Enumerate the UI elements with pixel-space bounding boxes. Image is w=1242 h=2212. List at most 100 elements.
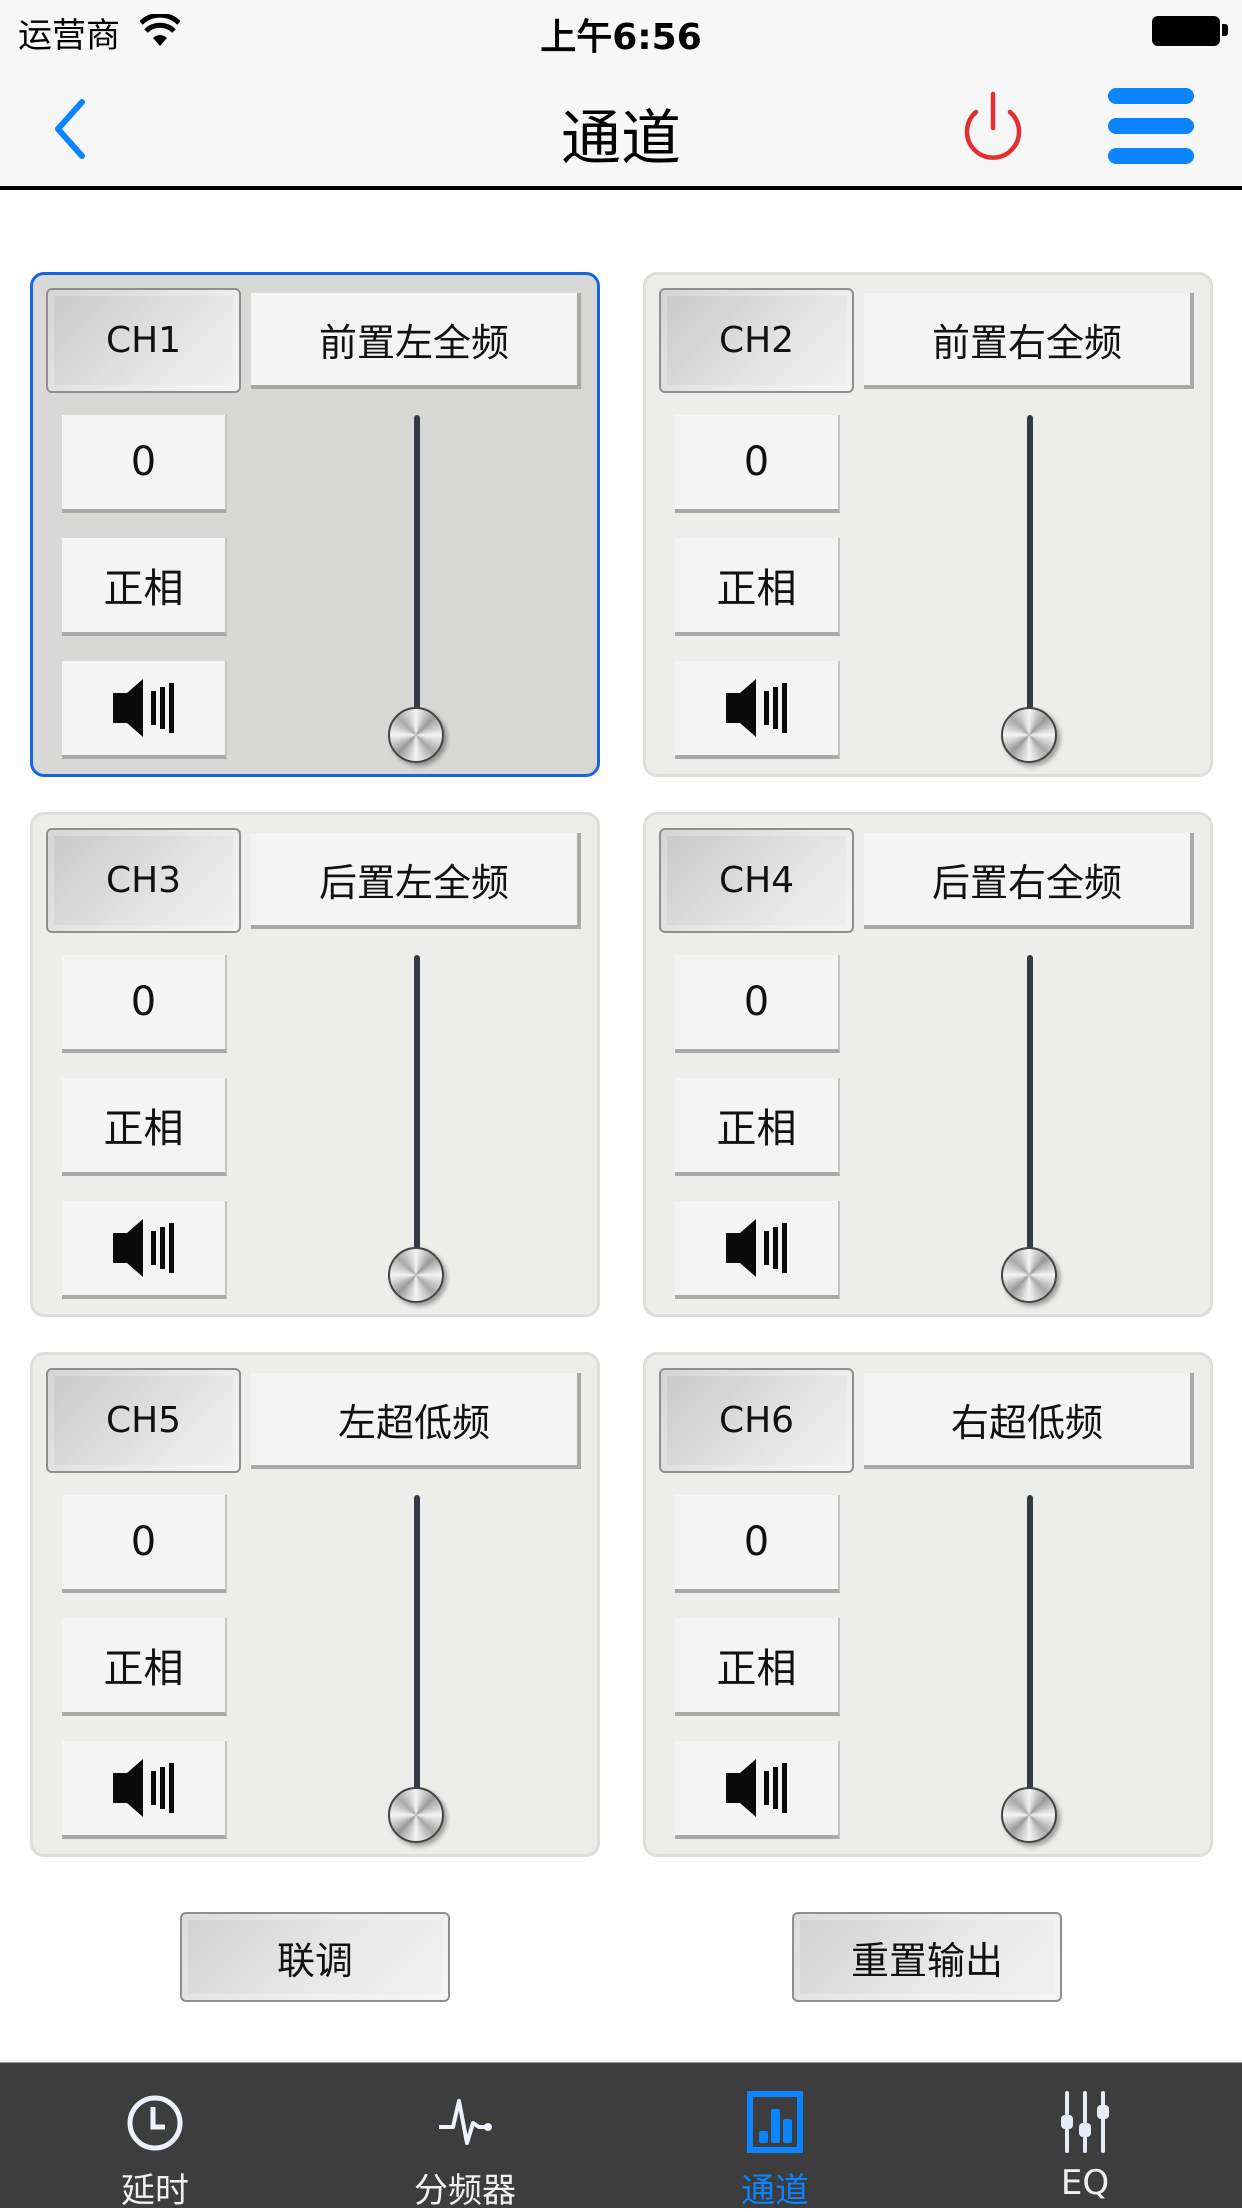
link-adjust-label: 联调 bbox=[276, 1938, 353, 1983]
equalizer-sliders-icon bbox=[1061, 2091, 1109, 2153]
navigation-bar: 通道 bbox=[0, 62, 1242, 190]
channel-name-label: 后置右全频 bbox=[931, 860, 1122, 905]
mute-button[interactable] bbox=[675, 1741, 840, 1839]
volume-slider-knob[interactable] bbox=[1001, 1247, 1057, 1303]
volume-slider-track[interactable] bbox=[1027, 955, 1033, 1285]
volume-slider-knob[interactable] bbox=[388, 707, 444, 763]
phase-button[interactable]: 正相 bbox=[62, 1618, 227, 1716]
volume-slider-knob[interactable] bbox=[1001, 1787, 1057, 1843]
channel-panel-ch3[interactable]: CH3 后置左全频 0 正相 bbox=[30, 812, 600, 1317]
phase-button[interactable]: 正相 bbox=[62, 538, 227, 636]
channel-name-field[interactable]: 前置右全频 bbox=[864, 293, 1194, 389]
channel-name-label: 右超低频 bbox=[950, 1400, 1103, 1445]
channel-panel-ch6[interactable]: CH6 右超低频 0 正相 bbox=[643, 1352, 1213, 1857]
tab-label: 通道 bbox=[741, 2171, 809, 2211]
volume-value-button[interactable]: 0 bbox=[62, 1495, 227, 1593]
phase-label: 正相 bbox=[716, 566, 797, 612]
power-icon[interactable] bbox=[960, 90, 1026, 166]
phase-button[interactable]: 正相 bbox=[675, 538, 840, 636]
tab-channel[interactable]: 通道 bbox=[620, 2063, 930, 2211]
channel-id-button[interactable]: CH6 bbox=[659, 1368, 854, 1473]
tab-eq[interactable]: EQ bbox=[930, 2063, 1240, 2209]
volume-value: 0 bbox=[130, 979, 157, 1025]
status-bar: 运营商 上午6:56 bbox=[0, 0, 1242, 62]
tab-label: EQ bbox=[1060, 2163, 1110, 2203]
speaker-icon bbox=[725, 1759, 787, 1817]
hamburger-menu-icon[interactable] bbox=[1108, 88, 1194, 166]
tab-label: 延时 bbox=[121, 2171, 189, 2211]
channel-id-label: CH5 bbox=[105, 1400, 182, 1441]
volume-slider-track[interactable] bbox=[414, 415, 420, 745]
channel-panel-ch1[interactable]: CH1 前置左全频 0 正相 bbox=[30, 272, 600, 777]
volume-value-button[interactable]: 0 bbox=[62, 955, 227, 1053]
channel-id-button[interactable]: CH4 bbox=[659, 828, 854, 933]
chevron-left-icon[interactable] bbox=[50, 98, 90, 160]
channel-name-label: 左超低频 bbox=[337, 1400, 490, 1445]
channel-id-label: CH2 bbox=[718, 320, 795, 361]
volume-value-button[interactable]: 0 bbox=[62, 415, 227, 513]
volume-value: 0 bbox=[743, 1519, 770, 1565]
bar-chart-icon bbox=[747, 2091, 803, 2153]
speaker-icon bbox=[112, 1219, 174, 1277]
channel-name-field[interactable]: 右超低频 bbox=[864, 1373, 1194, 1469]
battery-full-icon bbox=[1152, 16, 1220, 46]
channel-name-label: 后置左全频 bbox=[318, 860, 509, 905]
speaker-icon bbox=[725, 679, 787, 737]
phase-label: 正相 bbox=[103, 1646, 184, 1692]
channel-id-button[interactable]: CH1 bbox=[46, 288, 241, 393]
reset-output-button[interactable]: 重置输出 bbox=[792, 1912, 1062, 2002]
channel-name-label: 前置左全频 bbox=[318, 320, 509, 365]
channel-name-field[interactable]: 前置左全频 bbox=[251, 293, 581, 389]
channel-id-button[interactable]: CH2 bbox=[659, 288, 854, 393]
channel-name-field[interactable]: 左超低频 bbox=[251, 1373, 581, 1469]
volume-slider-knob[interactable] bbox=[388, 1247, 444, 1303]
volume-value: 0 bbox=[743, 979, 770, 1025]
channel-id-button[interactable]: CH3 bbox=[46, 828, 241, 933]
channel-id-label: CH4 bbox=[718, 860, 795, 901]
channel-panel-ch5[interactable]: CH5 左超低频 0 正相 bbox=[30, 1352, 600, 1857]
carrier-label: 运营商 bbox=[18, 16, 120, 56]
wifi-icon bbox=[140, 14, 180, 46]
volume-slider-track[interactable] bbox=[1027, 1495, 1033, 1825]
reset-output-label: 重置输出 bbox=[850, 1938, 1003, 1983]
mute-button[interactable] bbox=[62, 661, 227, 759]
volume-value: 0 bbox=[130, 1519, 157, 1565]
speaker-icon bbox=[112, 679, 174, 737]
volume-value-button[interactable]: 0 bbox=[675, 415, 840, 513]
channel-id-label: CH6 bbox=[718, 1400, 795, 1441]
volume-value: 0 bbox=[130, 439, 157, 485]
channel-name-label: 前置右全频 bbox=[931, 320, 1122, 365]
tab-crossover[interactable]: 分频器 bbox=[310, 2063, 620, 2211]
phase-label: 正相 bbox=[103, 566, 184, 612]
volume-slider-track[interactable] bbox=[414, 955, 420, 1285]
volume-slider-knob[interactable] bbox=[1001, 707, 1057, 763]
channel-panel-ch4[interactable]: CH4 后置右全频 0 正相 bbox=[643, 812, 1213, 1317]
phase-button[interactable]: 正相 bbox=[62, 1078, 227, 1176]
clock-icon bbox=[127, 2095, 183, 2151]
link-adjust-button[interactable]: 联调 bbox=[180, 1912, 450, 2002]
volume-value-button[interactable]: 0 bbox=[675, 955, 840, 1053]
phase-button[interactable]: 正相 bbox=[675, 1078, 840, 1176]
phase-label: 正相 bbox=[716, 1646, 797, 1692]
tab-delay[interactable]: 延时 bbox=[0, 2063, 310, 2211]
channel-panel-ch2[interactable]: CH2 前置右全频 0 正相 bbox=[643, 272, 1213, 777]
mute-button[interactable] bbox=[62, 1201, 227, 1299]
phase-button[interactable]: 正相 bbox=[675, 1618, 840, 1716]
channel-id-label: CH1 bbox=[105, 320, 182, 361]
volume-slider-track[interactable] bbox=[1027, 415, 1033, 745]
clock-time: 上午6:56 bbox=[540, 17, 702, 58]
mute-button[interactable] bbox=[62, 1741, 227, 1839]
tab-bar: 延时 分频器 通道 EQ bbox=[0, 2062, 1242, 2211]
channel-name-field[interactable]: 后置左全频 bbox=[251, 833, 581, 929]
battery-tip bbox=[1222, 24, 1228, 36]
mute-button[interactable] bbox=[675, 661, 840, 759]
volume-slider-knob[interactable] bbox=[388, 1787, 444, 1843]
channel-name-field[interactable]: 后置右全频 bbox=[864, 833, 1194, 929]
channel-id-label: CH3 bbox=[105, 860, 182, 901]
speaker-icon bbox=[725, 1219, 787, 1277]
volume-value-button[interactable]: 0 bbox=[675, 1495, 840, 1593]
channel-id-button[interactable]: CH5 bbox=[46, 1368, 241, 1473]
phase-label: 正相 bbox=[103, 1106, 184, 1152]
volume-slider-track[interactable] bbox=[414, 1495, 420, 1825]
mute-button[interactable] bbox=[675, 1201, 840, 1299]
